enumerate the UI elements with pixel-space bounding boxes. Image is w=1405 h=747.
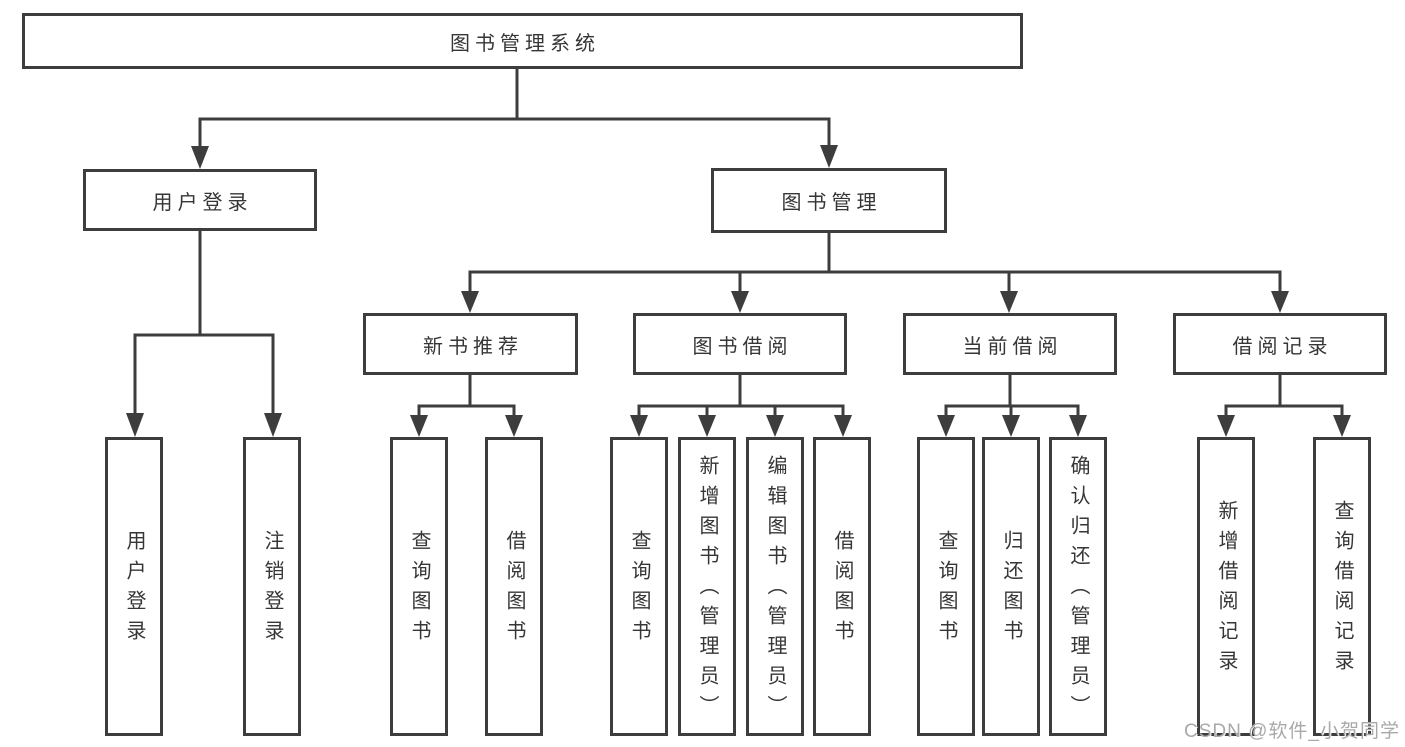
leaf-logout: 注销登录 (243, 437, 301, 736)
leaf-add-borrow-record-label: 新增借阅记录 (1215, 499, 1237, 680)
leaf-confirm-return-admin-label: 确认归还（管理员） (1067, 454, 1089, 725)
node-borrow-records: 借阅记录 (1173, 313, 1387, 375)
connector-book-borrow-children (630, 373, 852, 437)
node-user-login-label: 用户登录 (152, 191, 253, 214)
node-root: 图书管理系统 (22, 13, 1023, 69)
leaf-borrow-book-b-label: 借阅图书 (831, 529, 853, 650)
node-new-book-recommend: 新书推荐 (363, 313, 578, 375)
node-book-borrow-label: 图书借阅 (692, 335, 793, 358)
leaf-logout-label: 注销登录 (261, 529, 283, 650)
leaf-return-book-label: 归还图书 (1000, 529, 1022, 650)
connector-new-book-recommend-children (410, 373, 523, 437)
leaf-borrow-book-a-label: 借阅图书 (503, 529, 525, 650)
connector-root-to-level2 (191, 67, 838, 169)
leaf-query-borrow-record-label: 查询借阅记录 (1331, 499, 1353, 680)
leaf-borrow-book-b: 借阅图书 (813, 437, 871, 736)
watermark-text: CSDN @软件_小贺同学 (1184, 721, 1400, 742)
node-root-label: 图书管理系统 (450, 32, 600, 55)
node-current-borrow: 当前借阅 (903, 313, 1117, 375)
leaf-user-login-label: 用户登录 (123, 529, 145, 650)
node-book-management: 图书管理 (711, 168, 947, 233)
leaf-borrow-book-a: 借阅图书 (485, 437, 543, 736)
connector-borrow-records-children (1217, 373, 1351, 437)
leaf-return-book: 归还图书 (982, 437, 1040, 736)
leaf-query-book-a-label: 查询图书 (408, 529, 430, 650)
node-user-login: 用户登录 (83, 169, 317, 231)
leaf-query-borrow-record: 查询借阅记录 (1313, 437, 1371, 736)
connector-book-management-children (461, 231, 1289, 313)
node-new-book-recommend-label: 新书推荐 (423, 335, 523, 358)
connector-user-login-children (126, 229, 282, 437)
leaf-edit-book-admin-label: 编辑图书（管理员） (764, 454, 786, 725)
leaf-add-book-admin: 新增图书（管理员） (678, 437, 736, 736)
node-current-borrow-label: 当前借阅 (962, 335, 1063, 358)
leaf-confirm-return-admin: 确认归还（管理员） (1049, 437, 1107, 736)
leaf-add-borrow-record: 新增借阅记录 (1197, 437, 1255, 736)
node-book-management-label: 图书管理 (781, 192, 882, 214)
leaf-query-book-c: 查询图书 (917, 437, 975, 736)
leaf-edit-book-admin: 编辑图书（管理员） (746, 437, 804, 736)
leaf-add-book-admin-label: 新增图书（管理员） (696, 454, 718, 725)
leaf-query-book-a: 查询图书 (390, 437, 448, 736)
leaf-query-book-b: 查询图书 (610, 437, 668, 736)
leaf-query-book-c-label: 查询图书 (935, 529, 957, 650)
connector-current-borrow-children (937, 373, 1087, 437)
leaf-query-book-b-label: 查询图书 (628, 529, 650, 650)
node-book-borrow: 图书借阅 (633, 313, 847, 375)
node-borrow-records-label: 借阅记录 (1232, 335, 1333, 358)
leaf-user-login: 用户登录 (105, 437, 163, 736)
